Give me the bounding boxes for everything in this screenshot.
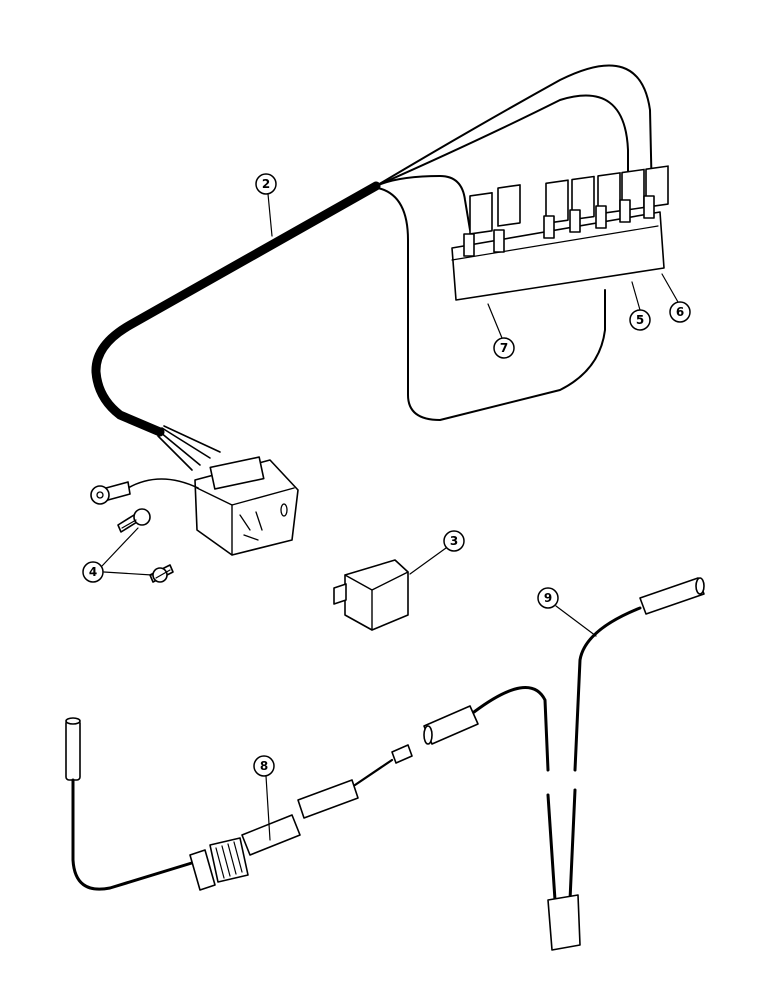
callout-label: 7: [500, 341, 508, 355]
fuse-block: [619, 168, 645, 223]
callout-8: 8: [253, 755, 275, 841]
callout-label: 5: [636, 313, 644, 327]
fuse-block: [569, 175, 595, 233]
callout-2: 2: [255, 173, 277, 237]
relay: [333, 559, 409, 631]
fuse-block: [595, 172, 621, 229]
callout-label: 6: [676, 305, 684, 319]
callout-9: 9: [537, 587, 597, 637]
main-harness: [91, 64, 653, 471]
callout-label: 4: [89, 565, 97, 579]
screw: [117, 508, 151, 533]
callout-7: 7: [487, 303, 515, 359]
fuse-block: [463, 192, 493, 257]
callout-label: 9: [544, 591, 552, 605]
callout-label: 2: [262, 177, 270, 191]
relay-socket: [194, 456, 299, 556]
screw: [149, 564, 174, 583]
callout-4: 4: [82, 527, 153, 583]
harness-sheath: [91, 181, 381, 437]
callout-3: 3: [409, 530, 465, 575]
ground-lead: [90, 478, 199, 505]
fuse-panel: [451, 165, 669, 301]
fuse-block: [543, 179, 569, 239]
callout-5: 5: [629, 281, 651, 331]
fuse-block: [493, 184, 521, 253]
fuse-block: [643, 165, 669, 219]
callout-label: 3: [450, 534, 458, 548]
callout-label: 8: [260, 759, 268, 773]
sensor-lead: [65, 686, 550, 891]
callout-6: 6: [661, 273, 691, 323]
y-harness: [546, 577, 705, 951]
